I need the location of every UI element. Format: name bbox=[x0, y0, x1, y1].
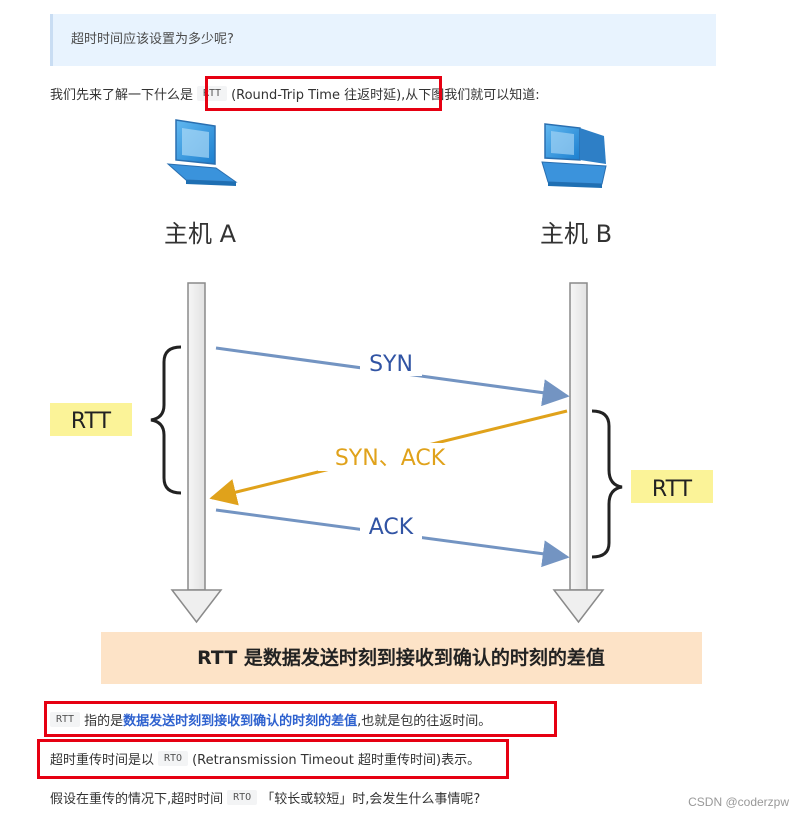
desktop-computer-icon bbox=[541, 123, 607, 188]
host-b-label: 主机 B bbox=[540, 220, 612, 248]
para1-before: 指的是 bbox=[84, 714, 124, 729]
ack-label-bg bbox=[360, 513, 422, 539]
highlight-box-rtt-meaning bbox=[44, 701, 557, 737]
rto-definition-paragraph: 超时重传时间是以 RTO (Retransmission Timeout 超时重… bbox=[50, 749, 480, 768]
syn-label: SYN bbox=[369, 352, 413, 377]
para2-before: 超时重传时间是以 bbox=[50, 753, 155, 768]
caption-bg bbox=[101, 632, 702, 684]
rto-code-inline-2: RTO bbox=[227, 790, 258, 805]
highlight-box-rtt-definition bbox=[205, 76, 442, 111]
para3-before: 假设在重传的情况下,超时时间 bbox=[50, 792, 224, 807]
highlight-box-rto bbox=[37, 739, 509, 779]
para2-after: (Retransmission Timeout 超时重传时间)表示。 bbox=[192, 753, 481, 768]
left-brace bbox=[150, 345, 182, 495]
diagram-caption: RTT 是数据发送时刻到接收到确认的时刻的差值 bbox=[197, 646, 605, 669]
para1-after: ,也就是包的往返时间。 bbox=[357, 714, 492, 729]
rtt-code-inline: RTT bbox=[197, 86, 228, 101]
intro-text-after: ,从下图我们就可以知道: bbox=[401, 88, 540, 103]
intro-rtt-expansion: (Round-Trip Time 往返时延) bbox=[231, 88, 402, 103]
host-a-label: 主机 A bbox=[164, 220, 237, 248]
host-b-timeline bbox=[552, 282, 605, 624]
ack-label: ACK bbox=[369, 515, 414, 540]
para3-after: 「较长或较短」时,会发生什么事情呢? bbox=[261, 792, 481, 807]
laptop-icon bbox=[166, 119, 238, 186]
syn-label-bg bbox=[360, 350, 422, 376]
synack-label: SYN、ACK bbox=[335, 446, 446, 471]
intro-text-before: 我们先来了解一下什么是 bbox=[50, 88, 194, 103]
rto-question-paragraph: 假设在重传的情况下,超时时间 RTO 「较长或较短」时,会发生什么事情呢? bbox=[50, 788, 480, 807]
quote-text: 超时时间应该设置为多少呢? bbox=[71, 32, 234, 47]
synack-label-bg bbox=[318, 443, 462, 471]
rtt-right-label: RTT bbox=[652, 477, 693, 502]
rtt-code-inline-2: RTT bbox=[50, 712, 81, 727]
rtt-left-label-bg bbox=[50, 403, 132, 436]
rto-code-inline: RTO bbox=[158, 751, 189, 766]
rtt-left-label: RTT bbox=[71, 409, 112, 434]
para1-strong: 数据发送时刻到接收到确认的时刻的差值 bbox=[123, 714, 358, 729]
intro-paragraph: 我们先来了解一下什么是 RTT (Round-Trip Time 往返时延) ,… bbox=[50, 84, 540, 103]
right-brace bbox=[591, 409, 623, 559]
host-a-timeline bbox=[170, 282, 223, 624]
csdn-watermark: CSDN @coderzpw bbox=[688, 795, 789, 809]
rtt-diagram: 主机 A 主机 B RTT RTT SYN SYN、ACK ACK RTT 是数… bbox=[50, 119, 713, 684]
rtt-right-label-bg bbox=[631, 470, 713, 503]
rtt-definition-paragraph: RTT 指的是 数据发送时刻到接收到确认的时刻的差值 ,也就是包的往返时间。 bbox=[50, 710, 491, 729]
question-blockquote: 超时时间应该设置为多少呢? bbox=[50, 14, 716, 66]
